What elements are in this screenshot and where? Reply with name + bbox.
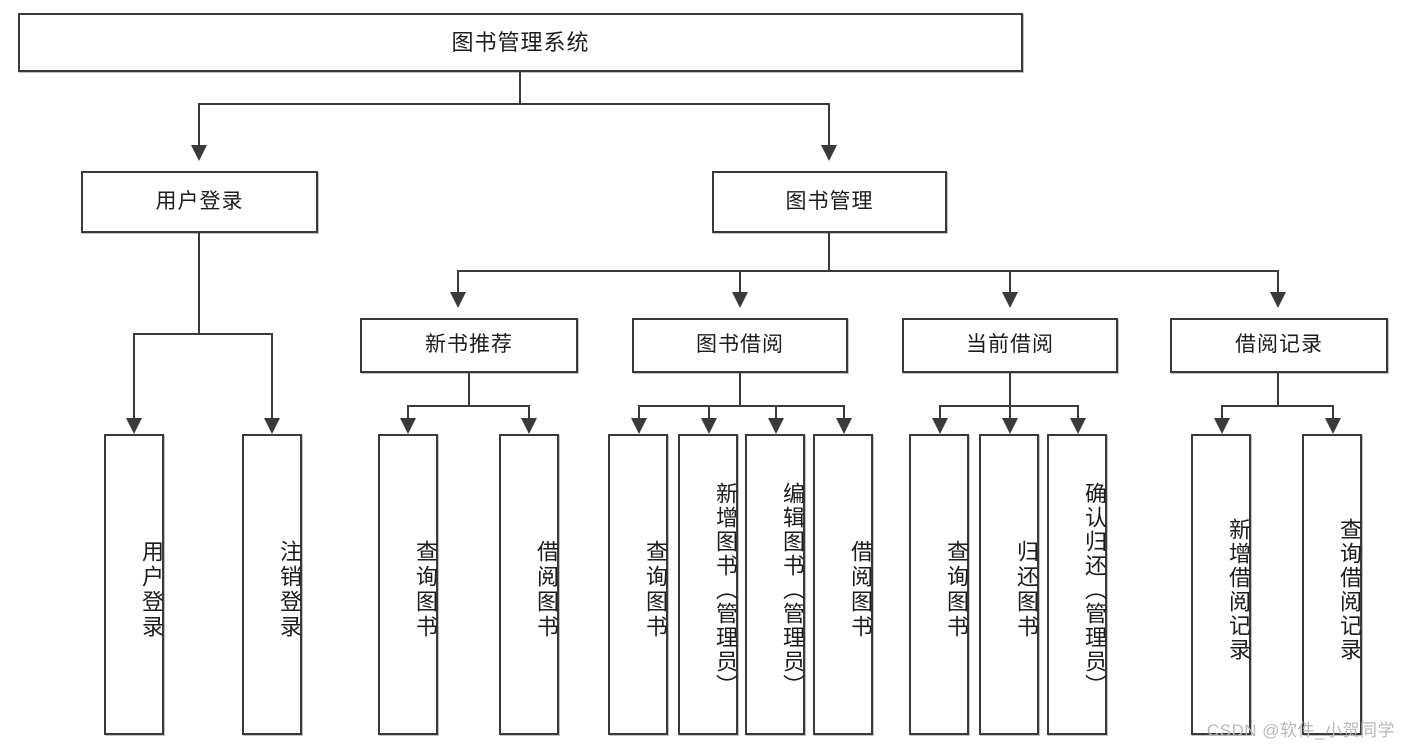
connector-book-borrow-drop-4 — [843, 405, 845, 418]
connector-tier2-drop-1 — [457, 270, 459, 292]
node-label: 查询图书 — [413, 539, 438, 640]
node-label: 新书推荐 — [425, 333, 513, 357]
arrowhead-book-borrow-leaf-4 — [836, 418, 852, 434]
connector-current-borrow-stem — [1009, 373, 1011, 406]
connector-borrow-record-stem — [1277, 373, 1279, 406]
connector-root-drop-right — [828, 103, 830, 145]
node-label: 注销登录 — [277, 539, 302, 640]
arrowhead-new-book-recommend — [450, 292, 466, 308]
node-new-book-recommend[interactable]: 新书推荐 — [360, 318, 578, 373]
leaf-book-borrow-borrow[interactable]: 借阅图书 — [813, 434, 873, 735]
arrowhead-book-borrow-leaf-2 — [701, 418, 717, 434]
connector-new-book-stem — [468, 373, 470, 406]
arrowhead-book-borrow-leaf-1 — [631, 418, 647, 434]
leaf-current-borrow-confirm-return[interactable]: 确认归还（管理员） — [1047, 434, 1107, 735]
connector-user-login-drop-2 — [271, 333, 273, 418]
connector-borrow-record-drop-2 — [1332, 405, 1334, 418]
node-label: 新增借阅记录 — [1226, 517, 1251, 662]
node-label: 确认归还（管理员） — [1082, 481, 1107, 698]
node-root-system[interactable]: 图书管理系统 — [18, 13, 1023, 72]
arrowhead-borrow-record — [1270, 292, 1286, 308]
node-label: 借阅记录 — [1235, 333, 1323, 357]
arrowhead-current-borrow-leaf-1 — [932, 418, 948, 434]
connector-book-management-bar — [458, 270, 1279, 272]
connector-tier2-drop-3 — [1009, 270, 1011, 292]
connector-user-login-drop-1 — [133, 333, 135, 418]
connector-book-management-stem — [828, 233, 830, 271]
connector-new-book-bar — [408, 405, 529, 407]
arrowhead-book-borrow — [732, 292, 748, 308]
connector-current-borrow-drop-1 — [939, 405, 941, 418]
node-label: 归还图书 — [1014, 539, 1039, 640]
node-book-borrow[interactable]: 图书借阅 — [632, 318, 848, 373]
arrowhead-current-borrow-leaf-3 — [1070, 418, 1086, 434]
connector-book-borrow-drop-1 — [638, 405, 640, 418]
node-label: 借阅图书 — [534, 539, 559, 640]
connector-book-borrow-drop-2 — [708, 405, 710, 418]
leaf-new-book-query[interactable]: 查询图书 — [378, 434, 438, 735]
connector-book-borrow-drop-3 — [775, 405, 777, 418]
leaf-book-borrow-query[interactable]: 查询图书 — [608, 434, 668, 735]
node-current-borrow[interactable]: 当前借阅 — [902, 318, 1118, 373]
node-label: 查询图书 — [643, 539, 668, 640]
leaf-current-borrow-query[interactable]: 查询图书 — [909, 434, 969, 735]
leaf-borrow-record-query[interactable]: 查询借阅记录 — [1302, 434, 1362, 735]
arrowhead-current-borrow — [1002, 292, 1018, 308]
leaf-new-book-borrow[interactable]: 借阅图书 — [499, 434, 559, 735]
arrowhead-user-login-leaf-1 — [126, 418, 142, 434]
node-label: 图书管理系统 — [451, 29, 590, 55]
arrowhead-borrow-record-leaf-1 — [1214, 418, 1230, 434]
node-label: 查询图书 — [944, 539, 969, 640]
connector-tier2-drop-2 — [739, 270, 741, 292]
connector-user-login-stem — [198, 233, 200, 334]
arrowhead-new-book-leaf-2 — [521, 418, 537, 434]
node-label: 用户登录 — [139, 539, 164, 640]
node-borrow-record[interactable]: 借阅记录 — [1170, 318, 1388, 373]
connector-new-book-drop-2 — [528, 405, 530, 418]
connector-root-stem — [519, 72, 521, 104]
node-label: 编辑图书（管理员） — [780, 481, 805, 698]
arrowhead-to-user-login — [191, 145, 207, 161]
leaf-book-borrow-add[interactable]: 新增图书（管理员） — [678, 434, 738, 735]
connector-current-borrow-drop-3 — [1077, 405, 1079, 418]
node-label: 新增图书（管理员） — [713, 481, 738, 698]
node-user-login[interactable]: 用户登录 — [81, 171, 318, 233]
arrowhead-book-borrow-leaf-3 — [768, 418, 784, 434]
node-label: 图书管理 — [785, 189, 874, 213]
leaf-current-borrow-return[interactable]: 归还图书 — [979, 434, 1039, 735]
connector-book-borrow-bar — [639, 405, 845, 407]
connector-borrow-record-drop-1 — [1221, 405, 1223, 418]
leaf-borrow-record-add[interactable]: 新增借阅记录 — [1191, 434, 1251, 735]
node-label: 用户登录 — [155, 189, 244, 213]
arrowhead-to-book-manage — [821, 145, 837, 161]
arrowhead-current-borrow-leaf-2 — [1002, 418, 1018, 434]
connector-book-borrow-stem — [739, 373, 741, 406]
leaf-user-login-signin[interactable]: 用户登录 — [104, 434, 164, 735]
arrowhead-borrow-record-leaf-2 — [1325, 418, 1341, 434]
connector-root-drop-left — [198, 103, 200, 145]
connector-root-bar — [199, 103, 830, 105]
leaf-book-borrow-edit[interactable]: 编辑图书（管理员） — [745, 434, 805, 735]
arrowhead-new-book-leaf-1 — [400, 418, 416, 434]
node-book-management[interactable]: 图书管理 — [712, 171, 947, 233]
leaf-user-login-signout[interactable]: 注销登录 — [242, 434, 302, 735]
connector-user-login-bar — [134, 333, 271, 335]
node-label: 借阅图书 — [848, 539, 873, 640]
connector-tier2-drop-4 — [1277, 270, 1279, 292]
connector-new-book-drop-1 — [407, 405, 409, 418]
connector-borrow-record-bar — [1222, 405, 1333, 407]
arrowhead-user-login-leaf-2 — [264, 418, 280, 434]
node-label: 图书借阅 — [696, 333, 784, 357]
node-label: 当前借阅 — [966, 333, 1054, 357]
connector-current-borrow-drop-2 — [1009, 405, 1011, 418]
node-label: 查询借阅记录 — [1337, 517, 1362, 662]
